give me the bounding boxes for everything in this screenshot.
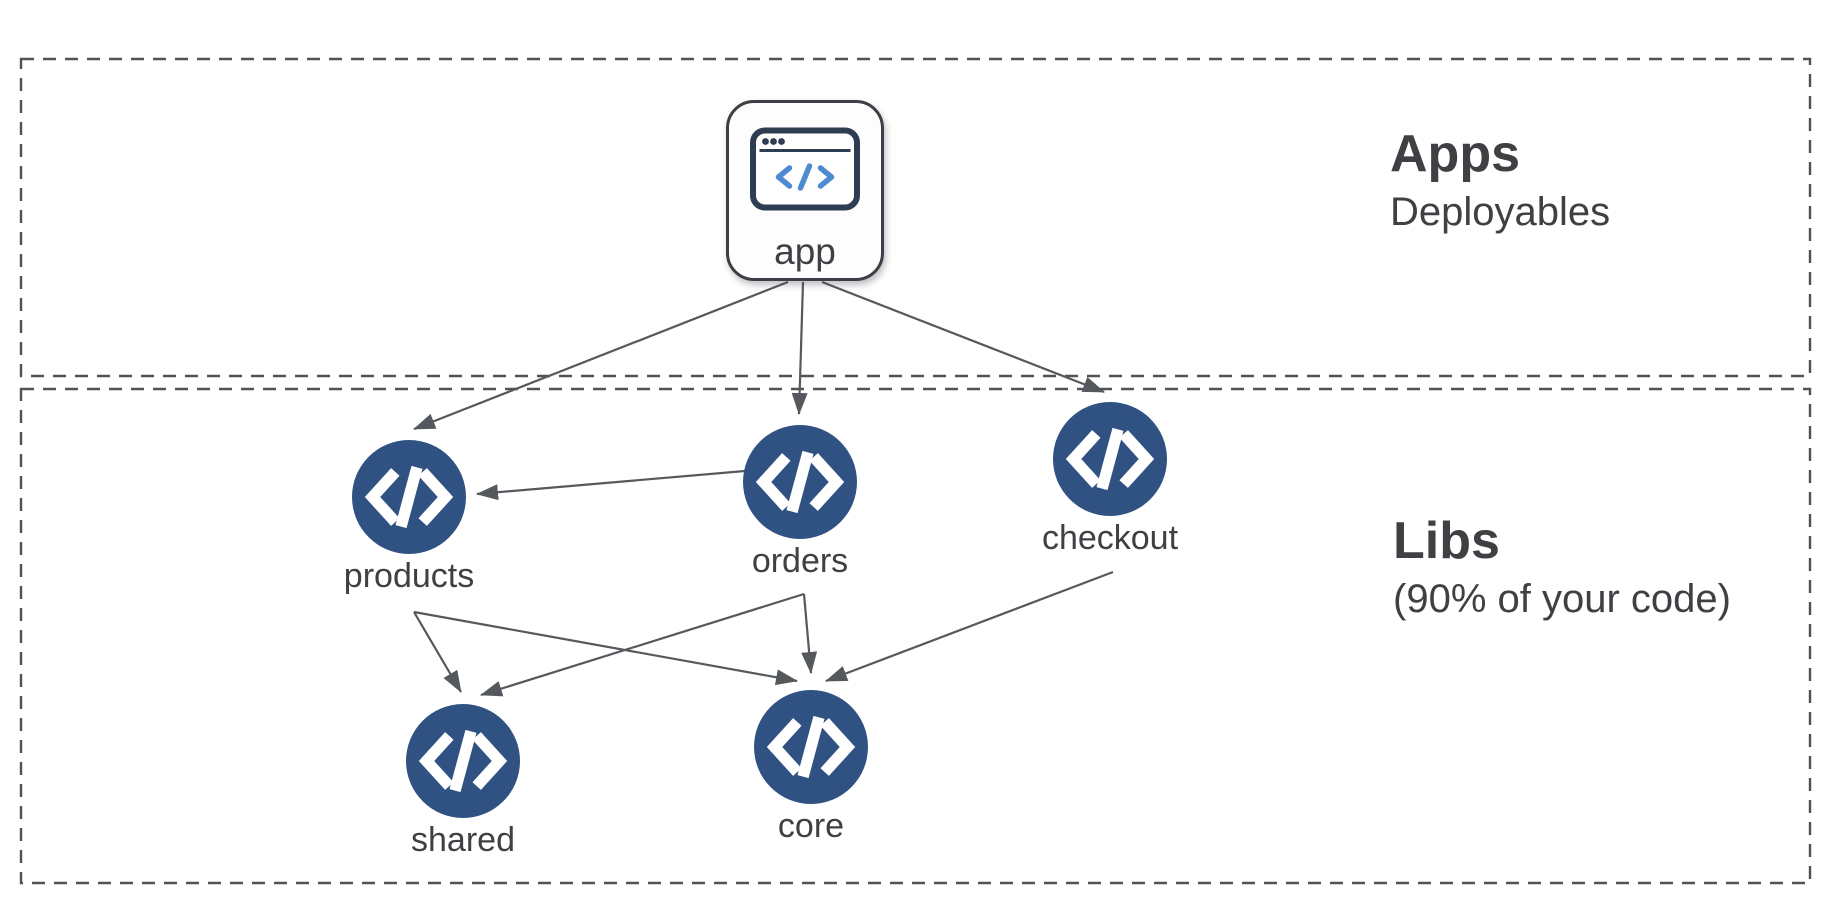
code-icon: [406, 704, 520, 818]
apps-section-title: Apps: [1390, 125, 1520, 183]
node-shared: shared: [406, 704, 520, 857]
edge-products-to-shared: [413, 611, 462, 693]
edge-app-to-checkout: [821, 280, 1105, 394]
node-core: core: [754, 690, 868, 843]
node-label-checkout: checkout: [1041, 519, 1179, 557]
edge-products-to-core: [413, 610, 798, 686]
edge-app-to-products: [413, 280, 789, 431]
apps-section-label: Apps Deployables: [1390, 125, 1611, 235]
libs-section-title: Libs: [1393, 512, 1500, 570]
node-label-app: app: [774, 231, 836, 272]
node-label-products: products: [343, 557, 475, 595]
edge-orders-to-core: [801, 593, 818, 674]
code-icon: [754, 690, 868, 804]
browser-code-icon: [750, 127, 860, 211]
libs-section-label: Libs (90% of your code): [1393, 512, 1731, 622]
node-checkout: checkout: [1042, 402, 1178, 555]
libs-section-subtitle: (90% of your code): [1393, 577, 1731, 622]
node-label-core: core: [777, 807, 845, 845]
apps-section-subtitle: Deployables: [1390, 190, 1611, 235]
node-app: app: [726, 100, 884, 281]
edge-orders-to-products: [476, 469, 746, 501]
node-label-shared: shared: [411, 821, 515, 859]
edge-checkout-to-core: [825, 570, 1114, 683]
code-icon: [1053, 402, 1167, 516]
edge-app-to-orders: [791, 281, 808, 415]
node-label-orders: orders: [751, 542, 849, 580]
node-orders: orders: [743, 425, 857, 578]
node-products: products: [344, 440, 474, 593]
code-icon: [352, 440, 466, 554]
code-icon: [743, 425, 857, 539]
apps-section-box: [19, 57, 1812, 378]
edge-orders-to-shared: [480, 592, 805, 697]
libs-section-box: [19, 387, 1812, 885]
